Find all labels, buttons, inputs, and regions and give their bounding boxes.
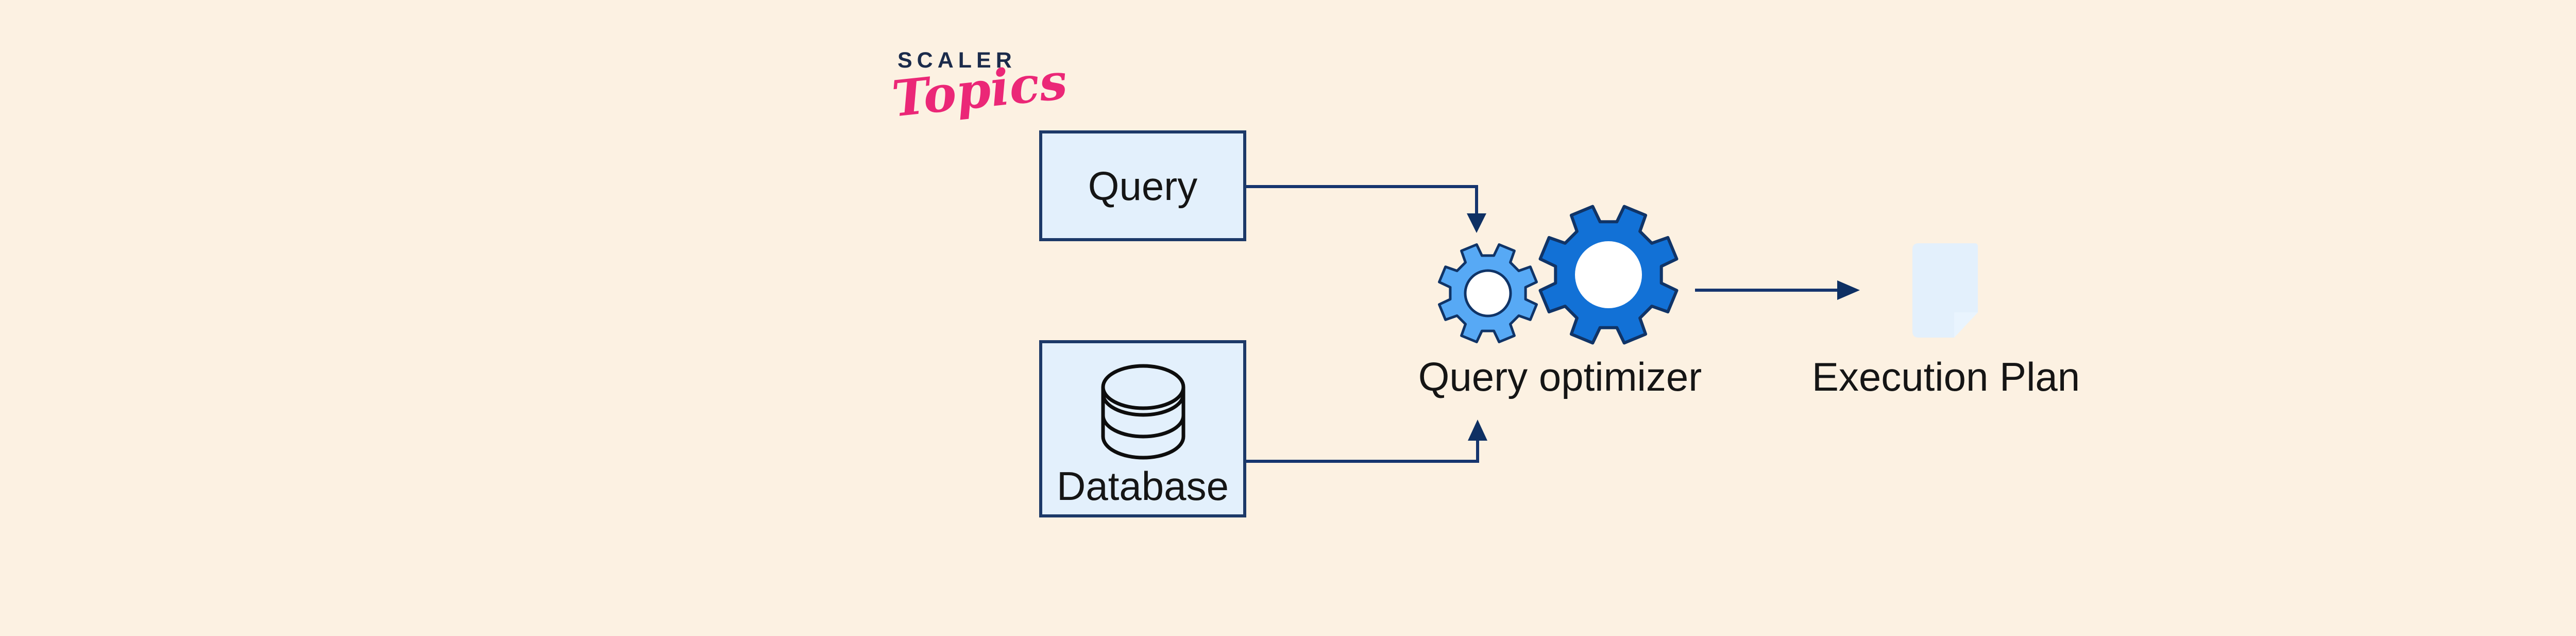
edge-database-line [1246, 440, 1479, 463]
edge-query-line [1246, 185, 1478, 214]
edge-plan-arrowhead-icon [1837, 280, 1860, 300]
optimizer-label: Query optimizer [1418, 354, 1702, 399]
query-optimizer-gears-icon [1438, 205, 1679, 345]
database-node: Database [1039, 340, 1246, 517]
document-fold-shape [1954, 312, 1978, 338]
execution-plan-label: Execution Plan [1811, 354, 2080, 399]
database-node-label: Database [1057, 463, 1229, 509]
database-cylinder-icon [1101, 364, 1185, 460]
scaler-topics-logo: SCALER Topics [889, 48, 1070, 128]
edge-query-to-optimizer [1246, 185, 1486, 233]
edge-query-arrowhead-icon [1467, 213, 1486, 233]
logo-brand-text: SCALER [897, 48, 1016, 73]
query-node-label: Query [1088, 163, 1198, 209]
edge-database-arrowhead-icon [1468, 420, 1487, 441]
document-page-shape [1912, 243, 1978, 338]
document-icon [1912, 243, 1978, 338]
edge-optimizer-to-plan [1695, 280, 1860, 300]
large-gear-icon-hub [1575, 241, 1642, 308]
edge-database-to-optimizer [1246, 420, 1487, 463]
small-gear-icon-hub [1464, 269, 1512, 317]
query-node: Query [1039, 130, 1246, 241]
